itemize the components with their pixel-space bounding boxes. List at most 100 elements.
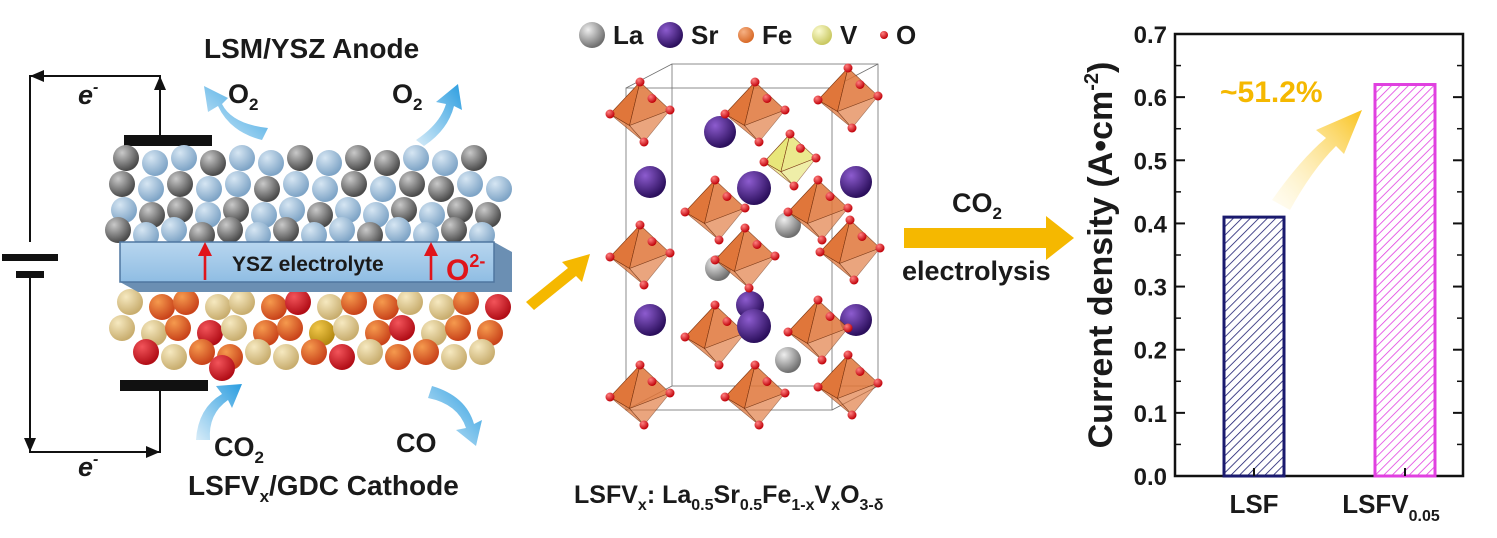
- oxygen-atom: [849, 275, 859, 285]
- cathode-particle: [333, 315, 359, 341]
- feo6-octahedron: [815, 215, 885, 285]
- cathode-particle: [221, 315, 247, 341]
- oxygen-atom: [714, 235, 724, 245]
- oxygen-atom: [789, 181, 799, 191]
- oxygen-atom: [680, 332, 690, 342]
- oxygen-atom: [720, 392, 730, 402]
- cathode-particle: [373, 294, 399, 320]
- oxygen-atom: [665, 248, 675, 258]
- oxygen-atom: [762, 94, 772, 103]
- feo6-octahedron: [783, 295, 853, 365]
- anode-particle-lsm: [113, 145, 139, 171]
- battery-icon: [2, 254, 58, 278]
- oxygen-atom: [813, 95, 823, 105]
- anode-particle-ysz: [385, 217, 411, 243]
- oxide-ion-label: O2-: [446, 251, 485, 287]
- oxygen-atom: [825, 312, 835, 321]
- cathode-particle: [117, 289, 143, 315]
- oxygen-atom: [710, 255, 720, 265]
- cathode-particle: [161, 344, 187, 370]
- oxygen-atom: [605, 109, 615, 119]
- legend-label-o: O: [896, 20, 916, 50]
- anode-particle-lsm: [273, 217, 299, 243]
- cathode-particle: [273, 344, 299, 370]
- anode-particle-layer: [105, 145, 512, 248]
- oxygen-atom: [843, 323, 853, 333]
- anode-particle-ysz: [258, 150, 284, 176]
- anode-particle-lsm: [287, 145, 313, 171]
- cathode-particle: [109, 315, 135, 341]
- legend-swatch-o: [880, 31, 888, 39]
- oxygen-atom: [740, 203, 750, 213]
- anode-particle-ysz: [283, 171, 309, 197]
- y-axis-label: Current density (A•cm-2): [1081, 62, 1120, 449]
- cathode-particle: [301, 339, 327, 365]
- crystal-structure: [605, 63, 885, 430]
- y-tick-label: 0.0: [1134, 464, 1167, 491]
- oxygen-atom: [722, 192, 732, 201]
- oxygen-atom: [847, 123, 857, 133]
- electron-label-top: e-: [78, 79, 98, 110]
- anode-particle-ysz: [142, 150, 168, 176]
- anode-particle-lsm: [475, 202, 501, 228]
- anode-particle-lsm: [139, 202, 165, 228]
- o2-label-right: O2: [392, 79, 422, 114]
- cathode-particle: [413, 339, 439, 365]
- anode-particle-lsm: [167, 171, 193, 197]
- cathode-contact: [120, 380, 208, 391]
- anode-particle-ysz: [196, 176, 222, 202]
- y-tick-label: 0.6: [1134, 85, 1167, 112]
- legend-swatch-sr: [657, 22, 683, 48]
- oxygen-atom: [815, 247, 825, 257]
- y-tick-label: 0.4: [1134, 211, 1168, 238]
- cathode-particle: [389, 315, 415, 341]
- feo6-octahedron: [813, 63, 883, 133]
- cathode-particle: [485, 294, 511, 320]
- anode-particle-lsm: [461, 145, 487, 171]
- oxygen-atom: [665, 388, 675, 398]
- sr-atom: [634, 166, 666, 198]
- process-arrow: [904, 216, 1074, 260]
- oxygen-atom: [843, 350, 853, 360]
- anode-particle-ysz: [370, 176, 396, 202]
- la-atom: [775, 212, 801, 238]
- oxygen-atom: [783, 207, 793, 217]
- anode-particle-ysz: [363, 202, 389, 228]
- oxygen-atom: [813, 175, 823, 185]
- oxygen-atom: [817, 355, 827, 365]
- wire-arrow-right-up: [154, 76, 166, 90]
- legend-label-fe: Fe: [762, 20, 792, 50]
- anode-particle-lsm: [428, 176, 454, 202]
- oxygen-atom: [855, 367, 865, 376]
- anode-particle-ysz: [312, 176, 338, 202]
- x-tick-label: LSF: [1229, 489, 1278, 519]
- anode-particle-lsm: [167, 197, 193, 223]
- oxygen-atom: [811, 153, 821, 163]
- growth-arrow: [1272, 110, 1362, 210]
- anode-particle-ysz: [403, 145, 429, 171]
- oxygen-atom: [647, 237, 657, 246]
- oxygen-atom: [750, 77, 760, 87]
- oxygen-atom: [873, 378, 883, 388]
- oxygen-atom: [752, 240, 762, 249]
- anode-particle-lsm: [200, 150, 226, 176]
- cathode-particle: [189, 339, 215, 365]
- process-label-line1: CO2: [952, 188, 1002, 223]
- structure-formula: LSFVx: La0.5Sr0.5Fe1-xVxO3-δ: [574, 481, 884, 514]
- oxygen-atom: [770, 251, 780, 261]
- cathode-particle: [133, 339, 159, 365]
- oxide-ion-arrow-right: [424, 242, 438, 280]
- cathode-particle: [441, 344, 467, 370]
- oxygen-atom: [875, 243, 885, 253]
- cathode-particle: [341, 289, 367, 315]
- cathode-particle: [329, 344, 355, 370]
- anode-particle-ysz: [486, 176, 512, 202]
- oxide-ion-arrow-left: [198, 242, 212, 280]
- cathode-particle: [229, 289, 255, 315]
- oxygen-atom: [817, 235, 827, 245]
- oxygen-atom: [710, 300, 720, 310]
- cathode-particle: [357, 339, 383, 365]
- co2-label: CO2: [214, 432, 264, 467]
